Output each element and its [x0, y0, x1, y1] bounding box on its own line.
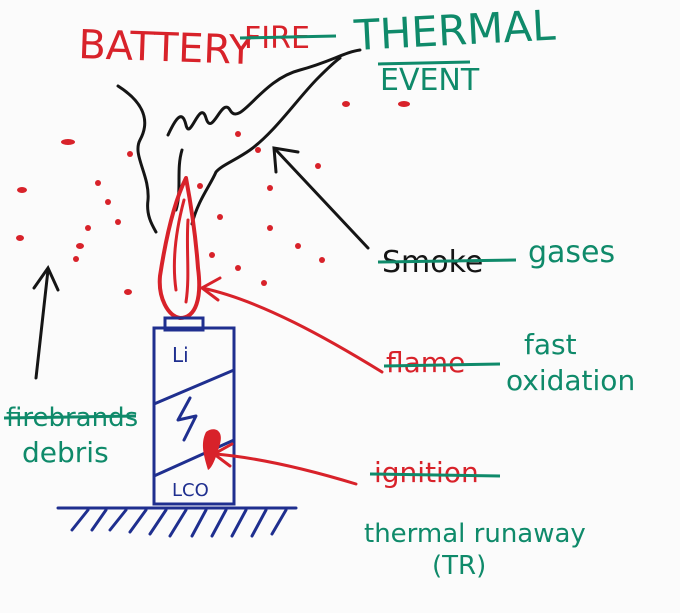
label-oxidation: oxidation [506, 364, 635, 397]
smoke-strikethrough [377, 258, 517, 264]
battery-top-label: Li [172, 343, 189, 367]
label-fast: fast [524, 328, 577, 361]
arrow-ignition [211, 442, 358, 486]
arrow-flame [199, 276, 384, 374]
battery-body [152, 326, 236, 506]
battery-cap [163, 316, 205, 332]
arrow-smoke [272, 146, 370, 250]
firebrands-strikethrough [3, 414, 137, 420]
ignition-spot [202, 429, 221, 470]
arrow-firebrands [32, 264, 60, 380]
smoke-bracket [116, 84, 158, 234]
battery-bottom-label: LCO [172, 480, 209, 501]
title-event: EVENT [380, 63, 480, 98]
flame-inner [172, 198, 190, 304]
smoke-wave-lower [190, 56, 342, 226]
title-fire-strikethrough [239, 34, 337, 40]
label-thermal-runaway: thermal runaway [364, 519, 586, 549]
flame-strikethrough [383, 362, 501, 368]
title-event-underline [377, 60, 471, 66]
ignition-strikethrough [369, 472, 501, 478]
label-flame-struck: flame [386, 346, 465, 379]
label-ignition-struck: ignition [374, 456, 479, 489]
battery-diagonal-top [153, 368, 235, 406]
flame-outer [157, 176, 202, 320]
label-debris: debris [22, 436, 109, 469]
ground [56, 506, 298, 538]
title-battery: BATTERY [78, 22, 255, 74]
label-tr: (TR) [432, 551, 486, 581]
battery-diagonal-bottom [153, 438, 235, 478]
smoke-wave-upper [166, 48, 362, 137]
label-gases: gases [528, 235, 615, 270]
battery-cell: Li LCO [152, 316, 236, 506]
title-thermal: THERMAL [352, 0, 557, 60]
spark-dots [16, 101, 410, 295]
lightning-bolt-icon [176, 396, 198, 442]
